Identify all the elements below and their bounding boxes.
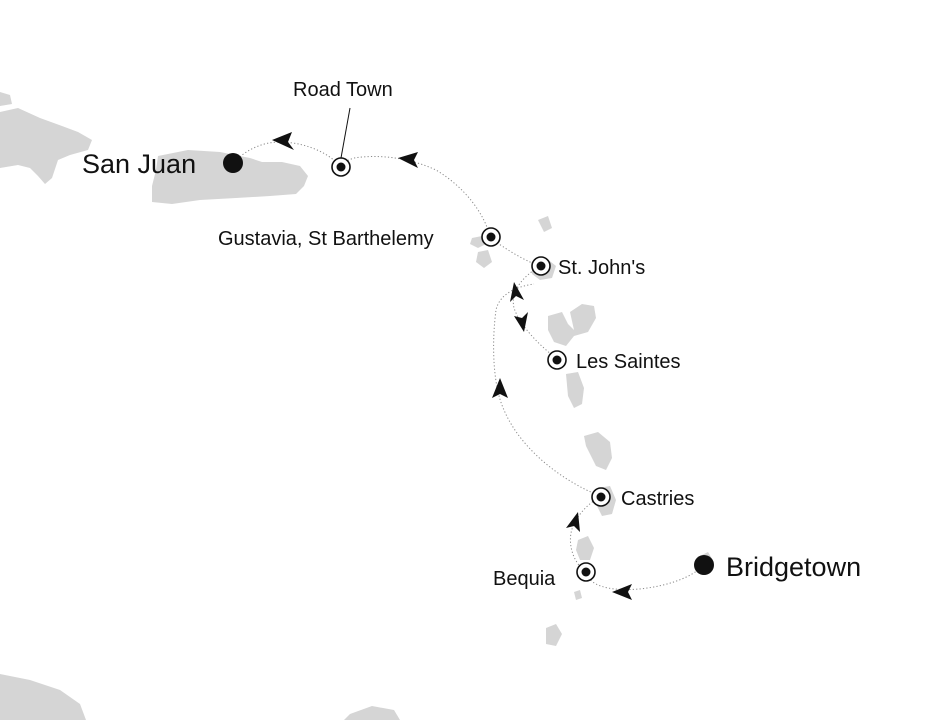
port-marker-road-town[interactable] xyxy=(331,157,351,177)
arrow-icon xyxy=(514,312,528,332)
land-trinidad-coast xyxy=(344,706,400,720)
port-marker-st-johns[interactable] xyxy=(531,256,551,276)
land-islet-west xyxy=(0,92,12,106)
route-segment-bridgetown-bequia xyxy=(585,564,704,591)
land-st-barth xyxy=(476,250,492,268)
land-hispaniola xyxy=(0,108,92,184)
land-south-america xyxy=(0,674,86,720)
port-label-bequia: Bequia xyxy=(493,568,556,590)
land-barbuda xyxy=(538,216,552,232)
port-marker-bequia[interactable] xyxy=(576,562,596,582)
road-town-leader xyxy=(340,107,351,159)
port-marker-gustavia[interactable] xyxy=(481,227,501,247)
arrow-icon xyxy=(272,132,294,150)
arrow-icon xyxy=(612,584,632,600)
port-label-st-johns: St. John's xyxy=(558,257,646,279)
port-marker-les-saintes[interactable] xyxy=(547,350,567,370)
land-puerto-rico xyxy=(152,150,308,204)
arrow-icon xyxy=(566,512,580,532)
port-marker-castries[interactable] xyxy=(591,487,611,507)
route-segment-gustavia-road-town xyxy=(339,156,491,237)
arrow-icon xyxy=(492,378,508,398)
port-label-castries: Castries xyxy=(621,488,695,510)
arrow-icon xyxy=(510,282,524,302)
endpoint-marker-bridgetown[interactable] xyxy=(694,555,714,575)
port-markers xyxy=(331,157,611,582)
endpoint-marker-san-juan[interactable] xyxy=(223,153,243,173)
endpoint-label-bridgetown: Bridgetown xyxy=(726,552,862,582)
port-label-road-town: Road Town xyxy=(293,79,393,101)
land-grenada xyxy=(546,624,562,646)
land-st-vincent xyxy=(576,536,594,560)
land-dominica xyxy=(566,372,584,408)
land-martinique xyxy=(584,432,612,470)
endpoint-markers xyxy=(223,153,714,575)
land-masses xyxy=(0,92,714,720)
route-segment-bequia-castries xyxy=(570,495,603,573)
land-grenadines xyxy=(574,590,582,600)
endpoint-label-san-juan: San Juan xyxy=(82,149,197,179)
port-label-gustavia: Gustavia, St Barthelemy xyxy=(218,228,434,250)
arrow-icon xyxy=(398,152,418,168)
land-guadeloupe xyxy=(548,304,596,346)
route-segment-st-johns-les-saintes xyxy=(512,265,557,359)
route-arrows xyxy=(272,132,632,600)
port-label-les-saintes: Les Saintes xyxy=(576,351,681,373)
